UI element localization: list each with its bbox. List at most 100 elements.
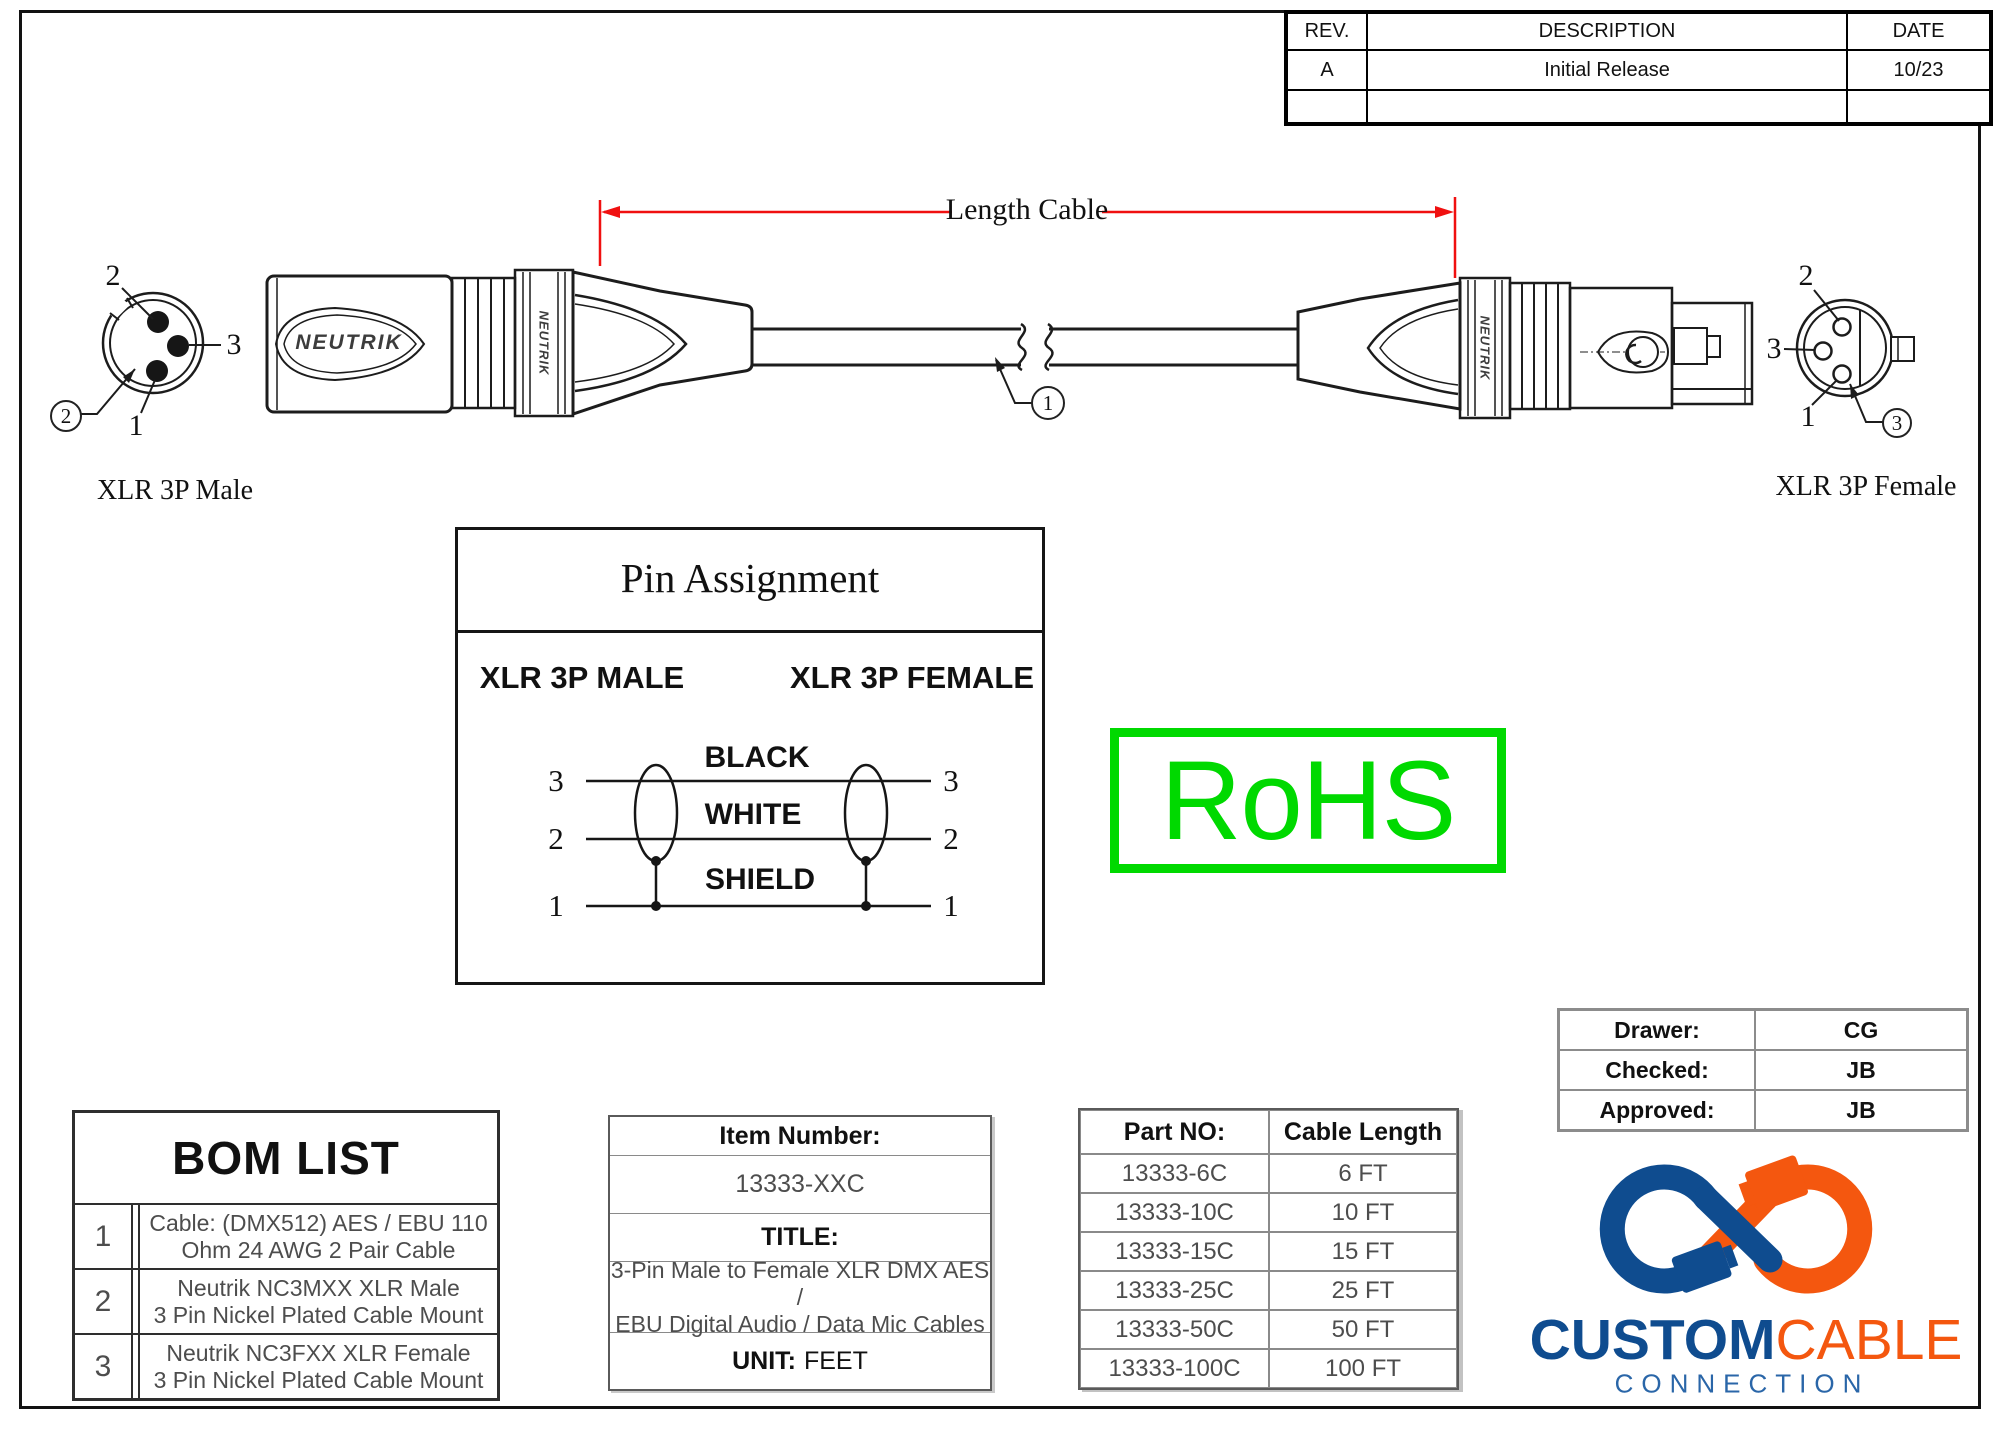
bom-row-1-divider: [133, 1205, 140, 1268]
title-label-row: TITLE:: [610, 1213, 990, 1261]
title-text-row: 3-Pin Male to Female XLR DMX AES / EBU D…: [610, 1257, 990, 1337]
bom-title: BOM LIST: [172, 1132, 400, 1184]
bom-row-1-num: 1: [75, 1205, 133, 1268]
wire-white-right-pin: 2: [943, 821, 959, 856]
female-connector-label: XLR 3P Female: [1775, 471, 1957, 502]
item-number-label: Item Number:: [719, 1121, 881, 1150]
part-no-header: Part NO:: [1080, 1110, 1269, 1154]
unit-value: FEET: [803, 1346, 868, 1375]
bom-row-2-line1: Neutrik NC3MXX XLR Male: [177, 1274, 460, 1301]
length-cable-label: Length Cable: [945, 193, 1109, 226]
revision-table: REV. DESCRIPTION DATE A Initial Release …: [1284, 10, 1993, 126]
part-row-6-no: 13333-100C: [1080, 1349, 1269, 1388]
male-brand-band-text: NEUTRIK: [536, 310, 552, 376]
female-pin2-label: 2: [1798, 259, 1814, 292]
bom-row-1-line1: Cable: (DMX512) AES / EBU 110: [149, 1209, 488, 1236]
male-pin2-label: 2: [105, 259, 121, 292]
rohs-badge: RoHS: [1110, 728, 1506, 873]
male-pin1-label: 1: [128, 409, 144, 442]
rev-header: REV.: [1287, 13, 1367, 50]
date-header: DATE: [1847, 13, 1990, 50]
bom-row-1-line2: Ohm 24 AWG 2 Pair Cable: [181, 1236, 456, 1263]
description-header: DESCRIPTION: [1367, 13, 1847, 50]
part-row-5-no: 13333-50C: [1080, 1310, 1269, 1349]
cable-length-header: Cable Length: [1269, 1110, 1457, 1154]
item-number-value: 13333-XXC: [735, 1170, 865, 1198]
checked-label: Checked:: [1559, 1050, 1755, 1090]
wire-white-label: WHITE: [704, 798, 802, 831]
date-value: 10/23: [1847, 50, 1990, 90]
pin-assignment-box: [455, 527, 1045, 985]
description-value: Initial Release: [1367, 50, 1847, 90]
wire-shield-right-pin: 1: [943, 888, 959, 923]
pin-assignment-title-row: [458, 530, 1042, 633]
logo-wordmark: CUSTOMCABLE: [1530, 1307, 1963, 1373]
wire-white-left-pin: 2: [548, 821, 564, 856]
male-pin3-label: 3: [226, 328, 242, 361]
bom-row-2-num: 2: [75, 1270, 133, 1333]
female-pin3-label: 3: [1766, 332, 1782, 365]
bom-row-3-desc: Neutrik NC3FXX XLR Female 3 Pin Nickel P…: [140, 1335, 497, 1398]
part-row-1-len: 6 FT: [1269, 1154, 1457, 1193]
balloon-cable: 1: [1031, 386, 1065, 420]
wire-black-right-pin: 3: [943, 763, 959, 798]
rev-value: A: [1287, 50, 1367, 90]
bom-table: BOM LIST 1 Cable: (DMX512) AES / EBU 110…: [72, 1110, 500, 1401]
bom-row-2: 2 Neutrik NC3MXX XLR Male 3 Pin Nickel P…: [75, 1268, 497, 1333]
description-empty: [1367, 90, 1847, 123]
part-row-4-len: 25 FT: [1269, 1271, 1457, 1310]
part-row-4-no: 13333-25C: [1080, 1271, 1269, 1310]
pin-assignment-male-header: XLR 3P MALE: [479, 660, 685, 695]
approval-table: Drawer: CG Checked: JB Approved: JB: [1557, 1008, 1969, 1132]
pin-assignment-title: Pin Assignment: [620, 555, 880, 601]
wire-black-label: BLACK: [704, 741, 810, 774]
logo-cable-text: CABLE: [1775, 1308, 1963, 1372]
male-connector-label: XLR 3P Male: [96, 475, 254, 506]
drawer-value: CG: [1755, 1010, 1967, 1050]
bom-row-1: 1 Cable: (DMX512) AES / EBU 110 Ohm 24 A…: [75, 1203, 497, 1268]
rev-empty: [1287, 90, 1367, 123]
bom-row-1-desc: Cable: (DMX512) AES / EBU 110 Ohm 24 AWG…: [140, 1205, 497, 1268]
wire-black-left-pin: 3: [548, 763, 564, 798]
unit-row: UNIT: FEET: [610, 1332, 990, 1389]
bom-row-3-num: 3: [75, 1335, 133, 1398]
drawer-label: Drawer:: [1559, 1010, 1755, 1050]
item-info-table: Item Number: 13333-XXC TITLE: 3-Pin Male…: [608, 1115, 992, 1391]
male-brand-text: NEUTRIK: [295, 331, 403, 354]
part-row-2-len: 10 FT: [1269, 1193, 1457, 1232]
bom-row-3-divider: [133, 1335, 140, 1398]
unit-label: UNIT:: [732, 1346, 796, 1375]
wire-shield-label: SHIELD: [704, 863, 816, 896]
wire-shield-left-pin: 1: [548, 888, 564, 923]
checked-value: JB: [1755, 1050, 1967, 1090]
part-row-6-len: 100 FT: [1269, 1349, 1457, 1388]
part-number-table: Part NO: Cable Length 13333-6C 6 FT 1333…: [1078, 1108, 1459, 1390]
rohs-label: RoHS: [1160, 737, 1457, 863]
title-line1: 3-Pin Male to Female XLR DMX AES /: [610, 1256, 990, 1310]
title-label: TITLE:: [761, 1223, 839, 1251]
pin-assignment-female-header: XLR 3P FEMALE: [789, 660, 1035, 695]
logo-subtitle: CONNECTION: [1614, 1368, 1870, 1399]
part-row-5-len: 50 FT: [1269, 1310, 1457, 1349]
sheet-border: [19, 10, 1981, 1409]
title-line2: EBU Digital Audio / Data Mic Cables: [615, 1310, 985, 1337]
item-number-row: 13333-XXC: [610, 1155, 990, 1213]
balloon-male-housing: 2: [50, 400, 82, 432]
approved-value: JB: [1755, 1090, 1967, 1130]
female-brand-band-text: NEUTRIK: [1477, 315, 1493, 381]
bom-row-2-divider: [133, 1270, 140, 1333]
logo-custom-text: CUSTOM: [1529, 1308, 1776, 1372]
bom-row-3: 3 Neutrik NC3FXX XLR Female 3 Pin Nickel…: [75, 1333, 497, 1398]
part-row-2-no: 13333-10C: [1080, 1193, 1269, 1232]
approved-label: Approved:: [1559, 1090, 1755, 1130]
date-empty: [1847, 90, 1990, 123]
female-pin1-label: 1: [1800, 400, 1816, 433]
part-row-3-no: 13333-15C: [1080, 1232, 1269, 1271]
bom-row-3-line1: Neutrik NC3FXX XLR Female: [166, 1339, 471, 1366]
item-number-label-row: Item Number:: [610, 1117, 990, 1155]
bom-row-3-line2: 3 Pin Nickel Plated Cable Mount: [153, 1366, 484, 1393]
part-row-3-len: 15 FT: [1269, 1232, 1457, 1271]
part-row-1-no: 13333-6C: [1080, 1154, 1269, 1193]
bom-row-2-desc: Neutrik NC3MXX XLR Male 3 Pin Nickel Pla…: [140, 1270, 497, 1333]
